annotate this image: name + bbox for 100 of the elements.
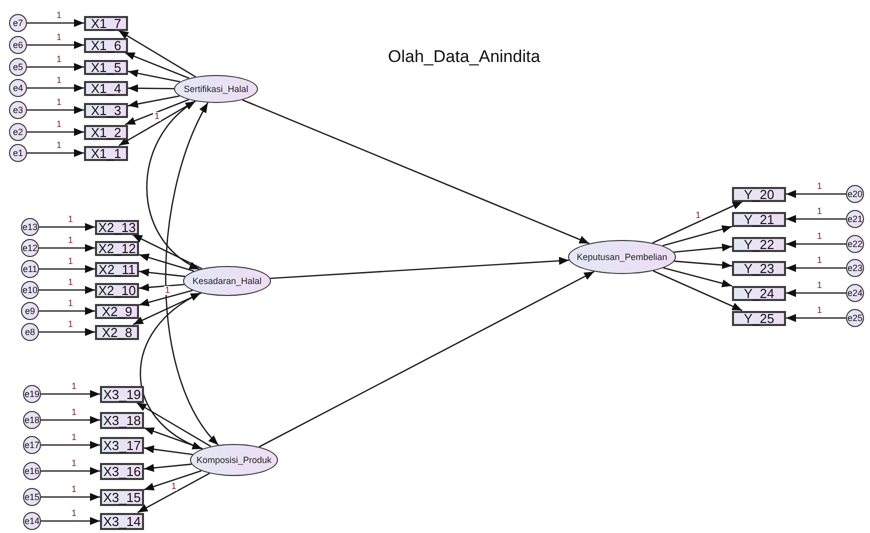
edge-label: 1 [67, 257, 74, 266]
path-arrow [41, 416, 100, 424]
observed-variable-box: X1_5 [84, 60, 128, 74]
observed-variable-box: X3_18 [100, 412, 144, 428]
path-arrow [27, 19, 84, 27]
path-arrow [786, 264, 846, 272]
path-arrow [663, 267, 732, 288]
observed-variable-box: Y_23 [732, 260, 786, 276]
path-arrow [41, 517, 100, 525]
observed-variable-box: X3_19 [100, 386, 144, 402]
observed-variable-box: X1_6 [84, 38, 128, 52]
path-arrow [786, 314, 846, 322]
path-arrow [662, 225, 732, 246]
observed-variable-box: X2_8 [95, 324, 139, 340]
path-arrow [27, 41, 84, 49]
path-arrow [786, 289, 846, 297]
path-arrow [786, 215, 846, 223]
covariance-arrow [165, 102, 219, 446]
edge-label: 1 [67, 236, 74, 245]
path-arrow [27, 63, 84, 71]
path-arrow [674, 244, 732, 253]
path-arrow [39, 307, 95, 315]
path-arrow [652, 270, 742, 312]
observed-variable-box: X3_16 [100, 462, 144, 480]
path-arrow [138, 254, 194, 272]
edge-label: 1 [56, 98, 63, 107]
edge-label: 1 [56, 11, 63, 20]
observed-variable-box: Y_21 [732, 212, 786, 226]
edge-label: 1 [67, 299, 74, 308]
observed-variable-box: Y_20 [732, 186, 786, 202]
edge-label: 1 [170, 482, 178, 491]
edge-label: 1 [56, 33, 63, 42]
observed-variable-box: X1_7 [84, 16, 128, 30]
path-arrow [39, 244, 95, 252]
observed-variable-box: X1_1 [84, 146, 128, 160]
edge-label: 1 [56, 120, 63, 129]
covariance-arrow [146, 100, 200, 270]
path-arrow [39, 328, 95, 336]
observed-variable-box: X3_15 [100, 488, 144, 506]
path-arrow [132, 234, 202, 270]
path-arrow [138, 283, 184, 292]
path-arrow [41, 441, 100, 449]
edge-label: 1 [816, 306, 824, 315]
observed-variable-box: X3_17 [100, 436, 144, 454]
path-arrow [39, 286, 95, 294]
path-arrow [144, 464, 192, 472]
path-arrow [258, 270, 594, 448]
edge-label: 1 [816, 281, 824, 290]
path-arrow [786, 190, 846, 198]
path-arrow [136, 402, 212, 447]
edge-label: 1 [70, 382, 78, 391]
observed-variable-box: Y_25 [732, 310, 786, 326]
observed-variable-box: X1_2 [84, 124, 128, 140]
edge-label: 1 [67, 215, 74, 224]
edge-label: 1 [694, 210, 702, 220]
path-arrow [41, 467, 100, 475]
edge-label: 1 [56, 55, 63, 64]
observed-variable-box: X2_13 [95, 220, 139, 234]
observed-variable-box: X2_11 [95, 262, 139, 276]
path-arrow [41, 493, 100, 501]
path-arrow [138, 290, 193, 306]
edge-label: 1 [70, 408, 78, 417]
path-arrow [118, 30, 196, 78]
path-arrow [124, 99, 189, 126]
observed-variable-box: X1_3 [84, 102, 128, 118]
edge-label: 1 [70, 433, 78, 442]
path-arrow [128, 84, 174, 92]
edge-label: 1 [153, 112, 160, 122]
diagram-title: Olah_Data_Anindita [388, 46, 540, 68]
latent-variable-ellipse: Keputusan_Pembelian [568, 240, 676, 274]
path-arrow [27, 106, 84, 114]
path-arrow [27, 149, 84, 157]
path-arrow [124, 52, 190, 79]
observed-variable-box: Y_22 [732, 236, 786, 252]
edge-label: 1 [56, 76, 63, 85]
observed-variable-box: Y_24 [732, 286, 786, 300]
latent-variable-ellipse: Kesadaran_Halal [183, 266, 271, 296]
path-arrow [27, 84, 84, 92]
path-arrow [144, 445, 193, 456]
latent-variable-ellipse: Sertifikasi_Halal [174, 75, 258, 103]
observed-variable-box: X2_9 [95, 304, 139, 318]
path-arrow [27, 128, 84, 136]
observed-variable-box: X2_12 [95, 240, 139, 256]
path-arrow [144, 470, 202, 490]
edge-label: 1 [70, 485, 78, 494]
path-arrow [132, 292, 202, 326]
path-arrow [39, 223, 95, 231]
path-arrow [128, 95, 180, 108]
path-arrow [128, 69, 180, 82]
path-arrow [144, 427, 203, 450]
path-arrow [138, 268, 186, 278]
edge-label: 1 [67, 278, 74, 287]
edge-label: 1 [816, 232, 824, 241]
edge-label: 1 [816, 182, 824, 191]
path-arrow [270, 256, 570, 280]
edge-label: 1 [56, 141, 63, 150]
edge-label: 1 [816, 256, 824, 265]
observed-variable-box: X2_10 [95, 282, 139, 298]
latent-variable-ellipse: Komposisi_Produk [190, 444, 278, 476]
path-arrow [137, 472, 210, 514]
